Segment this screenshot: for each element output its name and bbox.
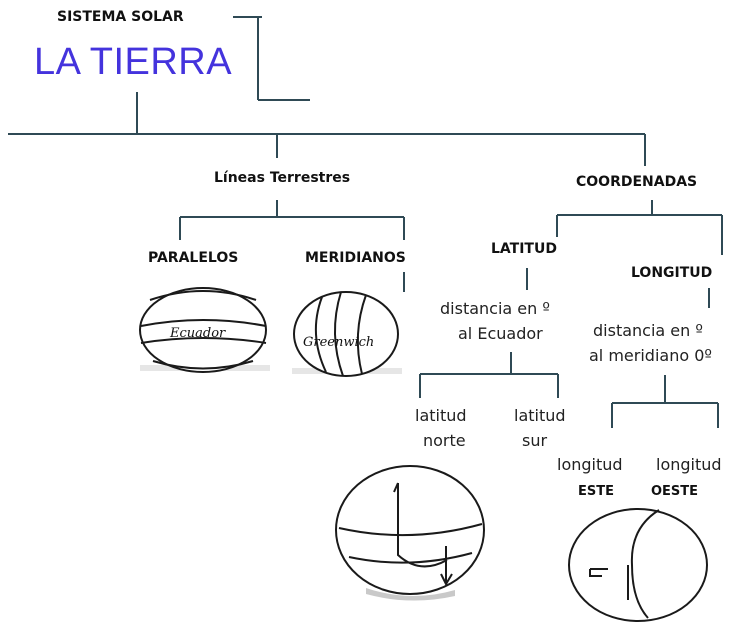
paralelos-label: PARALELOS — [148, 251, 238, 266]
greenwich-globe-label: Greenwich — [303, 336, 374, 350]
longitud-este-line1: longitud — [557, 456, 623, 474]
longitud-desc-line2: al meridiano 0º — [589, 347, 712, 365]
page-title: LA TIERRA — [34, 42, 232, 84]
lineas-terrestres-label: Líneas Terrestres — [214, 171, 350, 186]
latitud-norte-line1: latitud — [415, 407, 467, 425]
latitud-norte-line2: norte — [423, 432, 466, 450]
latitud-globe-icon — [336, 466, 484, 601]
longitud-globe-icon — [569, 509, 707, 621]
longitud-desc-line1: distancia en º — [593, 322, 703, 340]
ecuador-globe-label: Ecuador — [170, 327, 225, 341]
latitud-desc-line1: distancia en º — [440, 300, 550, 318]
latitud-sur-line1: latitud — [514, 407, 566, 425]
system-solar-label: SISTEMA SOLAR — [57, 10, 184, 25]
longitud-este-line2: ESTE — [578, 485, 614, 499]
coordenadas-label: COORDENADAS — [576, 175, 697, 190]
meridianos-label: MERIDIANOS — [305, 251, 406, 266]
longitud-label: LONGITUD — [631, 266, 712, 281]
meridianos-globe-icon — [294, 292, 398, 376]
latitud-desc-line2: al Ecuador — [458, 325, 543, 343]
latitud-sur-line2: sur — [522, 432, 547, 450]
latitud-label: LATITUD — [491, 242, 557, 257]
longitud-oeste-line2: OESTE — [651, 485, 698, 499]
longitud-oeste-line1: longitud — [656, 456, 722, 474]
